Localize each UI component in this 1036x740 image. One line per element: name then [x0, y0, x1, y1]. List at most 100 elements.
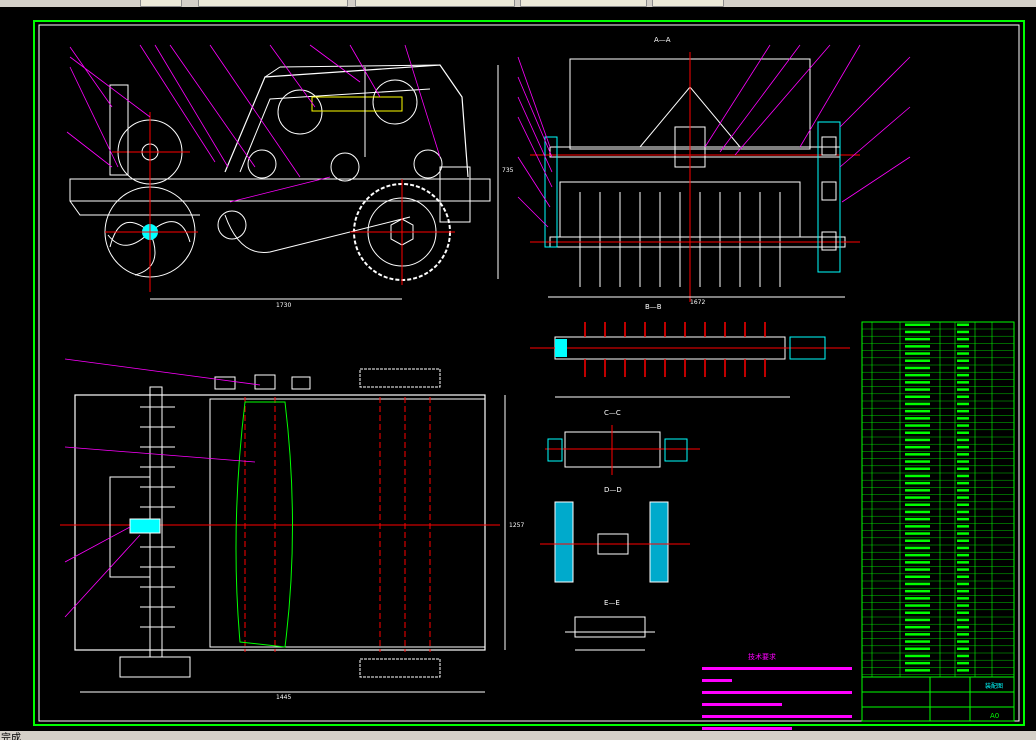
notes-title: 技术要求 [748, 652, 776, 661]
bom-cell-mark [957, 517, 969, 521]
bom-cell-mark [957, 618, 969, 622]
bom-cell-mark [905, 597, 930, 600]
dim-aa-width: 1672 [690, 299, 705, 306]
bom-cell-mark [905, 525, 930, 528]
bom-cell-mark [905, 633, 930, 636]
bom-cell-mark [957, 647, 969, 650]
bom-cell-mark [905, 388, 930, 391]
bom-cell-mark [957, 546, 969, 550]
bom-cell-mark [905, 647, 930, 650]
bom-cell-mark [905, 409, 930, 413]
bom-cell-mark [905, 546, 930, 550]
bom-cell-mark [905, 575, 930, 578]
bom-cell-mark [957, 417, 969, 420]
bom-cell-mark [957, 460, 969, 463]
bom-cell-mark [905, 460, 930, 463]
label-section-aa: A—A [654, 36, 671, 44]
bom-cell-mark [957, 330, 969, 334]
bom-cell-mark [957, 467, 969, 470]
bom-cell-mark [905, 604, 930, 607]
bom-cell-mark [905, 661, 930, 665]
bom-cell-mark [957, 640, 969, 643]
bom-cell-mark [957, 525, 969, 528]
toolbar-dropdown[interactable] [520, 0, 647, 7]
plan-view: 1445 1257 [60, 358, 524, 701]
bom-cell-mark [905, 568, 930, 571]
bom-cell-mark [957, 496, 969, 499]
section-ee-view: E—E [565, 599, 655, 651]
section-bb-view: B—B [530, 303, 850, 398]
bom-cell-mark [957, 589, 969, 593]
title-block-sheet: A0 [990, 712, 999, 720]
bom-cell-mark [905, 424, 930, 427]
bom-cell-mark [905, 337, 930, 341]
status-bar: 完成 [0, 731, 1036, 740]
bom-cell-mark [957, 489, 969, 492]
bom-cell-mark [957, 395, 969, 398]
bom-cell-mark [957, 532, 969, 535]
toolbar-dropdown[interactable] [355, 0, 515, 7]
bom-cell-mark [905, 467, 930, 470]
bom-cell-mark [905, 517, 930, 521]
status-text: 完成 [1, 733, 21, 740]
bom-cell-mark [957, 633, 969, 636]
bom-cell-mark [905, 431, 930, 434]
bom-cell-mark [905, 381, 930, 384]
bom-cell-mark [957, 553, 969, 557]
bom-cell-mark [905, 503, 930, 506]
dim-plan-width: 1257 [509, 522, 524, 529]
inner-border [38, 24, 1020, 722]
bom-cell-mark [957, 388, 969, 391]
bom-cell-mark [957, 402, 969, 406]
bom-cell-mark [957, 582, 969, 586]
technical-notes: 技术要求 [702, 652, 852, 730]
bom-cell-mark [957, 381, 969, 384]
toolbar-dropdown[interactable] [652, 0, 724, 7]
bom-cell-mark [957, 561, 969, 564]
app-toolbar [0, 0, 1036, 7]
bom-cell-mark [905, 445, 930, 449]
bom-cell-mark [905, 323, 930, 326]
bom-cell-mark [957, 445, 969, 449]
bom-cell-mark [905, 618, 930, 622]
label-section-cc: C—C [604, 409, 621, 417]
bom-cell-mark [957, 481, 969, 485]
bom-cell-mark [905, 373, 930, 377]
bom-cell-mark [905, 510, 930, 514]
drawing-canvas[interactable]: 1730 735 A—A [0, 7, 1036, 731]
title-block: 装配图 A0 [861, 676, 1015, 722]
bom-cell-mark [957, 373, 969, 377]
bom-cell-mark [905, 532, 930, 535]
toolbar-dropdown[interactable] [198, 0, 348, 7]
bom-cell-mark [905, 611, 930, 614]
bom-cell-mark [957, 625, 969, 629]
cad-drawing: 1730 735 A—A [33, 20, 1025, 730]
bom-cell-mark [957, 431, 969, 434]
bom-cell-mark [905, 553, 930, 557]
bom-cell-mark [957, 474, 969, 478]
section-aa-view: A—A 1672 [517, 36, 911, 306]
outer-border [33, 20, 1025, 726]
bom-cell-mark [905, 417, 930, 420]
section-dd-view: D—D [540, 486, 690, 583]
bom-cell-mark [957, 352, 969, 355]
bom-cell-mark [905, 496, 930, 499]
bom-cell-mark [957, 597, 969, 600]
bom-cell-mark [905, 438, 930, 442]
bom-cell-mark [957, 337, 969, 341]
label-section-dd: D—D [604, 486, 622, 494]
bom-cell-mark [905, 402, 930, 406]
bom-cell-mark [957, 323, 969, 326]
bom-cell-mark [957, 345, 969, 348]
bom-cell-mark [905, 625, 930, 629]
bom-cell-mark [957, 654, 969, 658]
bom-cell-mark [905, 539, 930, 542]
bom-cell-mark [957, 453, 969, 456]
bom-cell-mark [905, 395, 930, 398]
toolbar-button[interactable] [140, 0, 182, 7]
bom-cell-mark [957, 424, 969, 427]
bom-cell-mark [905, 330, 930, 334]
bom-cell-mark [957, 539, 969, 542]
parts-list-table [861, 321, 1015, 678]
bom-cell-mark [957, 359, 969, 362]
